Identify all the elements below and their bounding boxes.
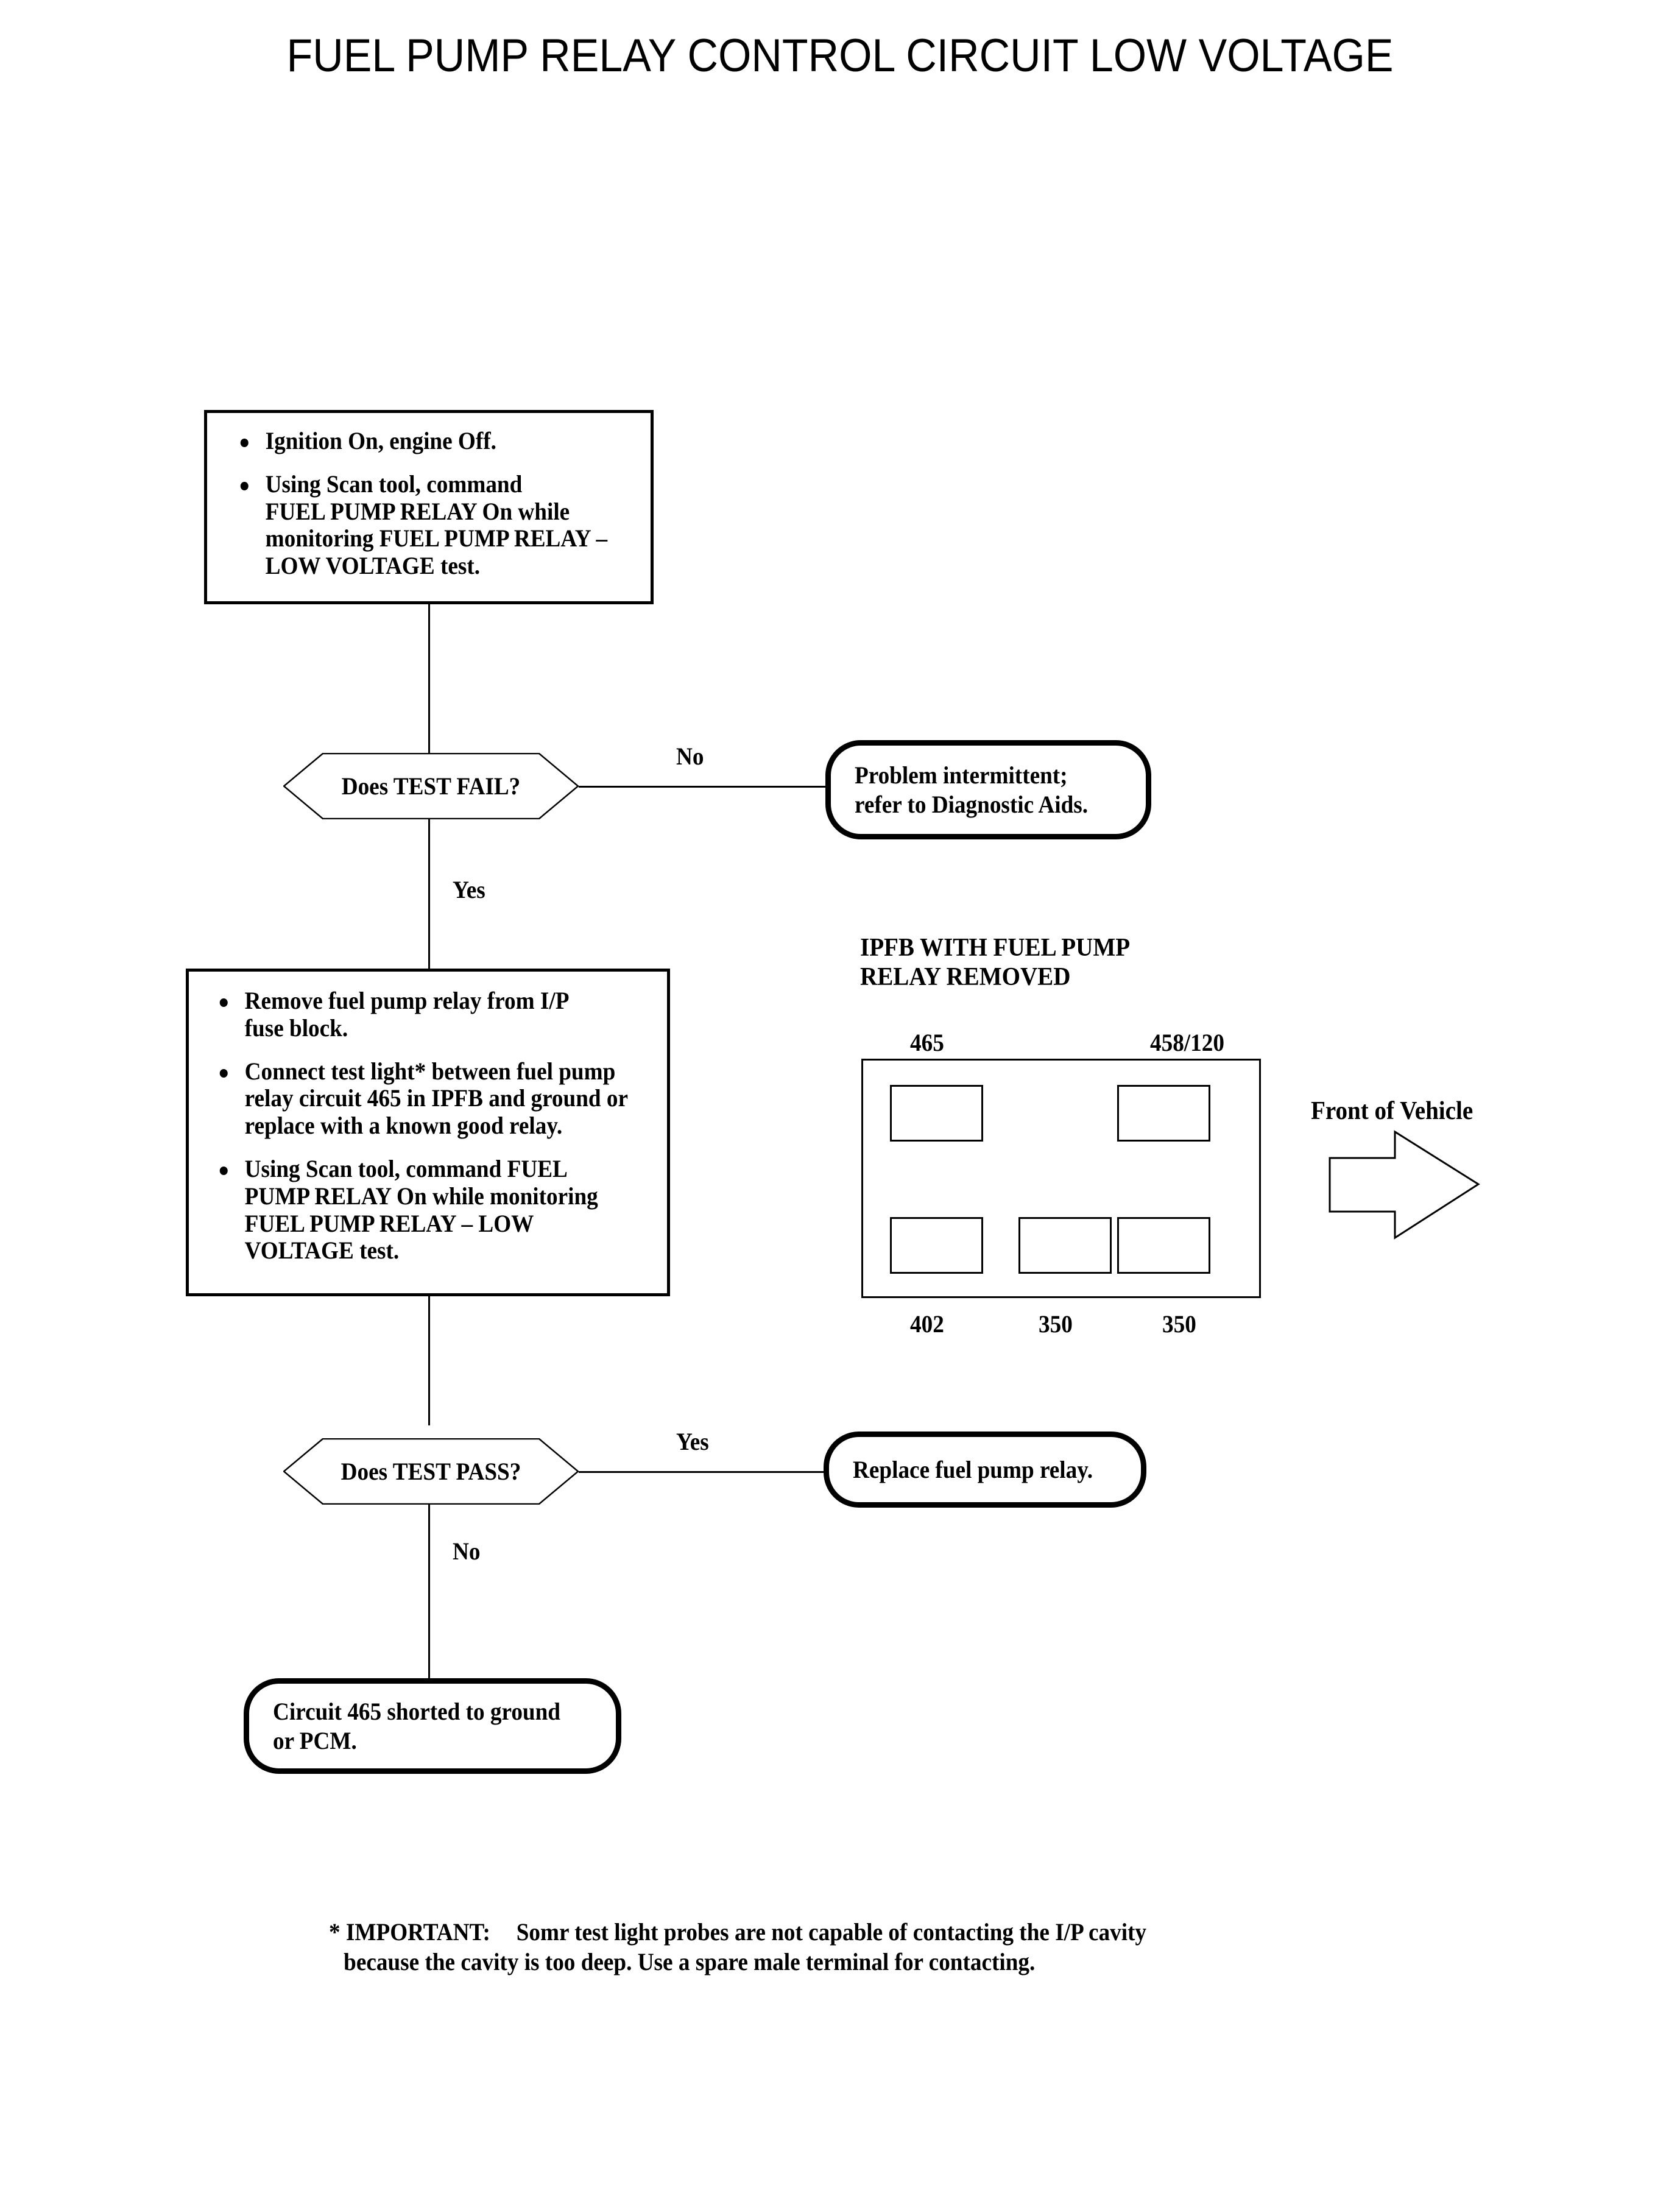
hexagon-shape xyxy=(283,1438,579,1505)
connector-decision2-yes xyxy=(577,1471,824,1473)
pin-label-402: 402 xyxy=(910,1310,944,1338)
ipfb-title: IPFB WITH FUEL PUMP RELAY REMOVED xyxy=(860,934,1131,992)
branch-label-no-1: No xyxy=(676,743,704,770)
pin-label-458-120: 458/120 xyxy=(1150,1029,1224,1056)
branch-label-no-2: No xyxy=(453,1537,481,1565)
footnote-marker: * IMPORTANT: xyxy=(329,1918,490,1946)
page-title: FUEL PUMP RELAY CONTROL CIRCUIT LOW VOLT… xyxy=(286,30,1394,82)
connector-decision1-to-step2 xyxy=(428,819,430,970)
terminator-text: Replace fuel pump relay. xyxy=(853,1455,1093,1483)
branch-label-yes-1: Yes xyxy=(453,876,485,903)
front-of-vehicle-arrow-icon xyxy=(1328,1130,1480,1240)
cavity-402 xyxy=(890,1217,983,1274)
terminator-text: Problem intermittent; refer to Diagnosti… xyxy=(855,761,1089,818)
pin-label-350-center: 350 xyxy=(1039,1310,1073,1338)
hexagon-shape xyxy=(283,753,579,819)
terminator-replace-relay: Replace fuel pump relay. xyxy=(824,1432,1146,1508)
branch-label-yes-2: Yes xyxy=(676,1428,709,1455)
list-item: Using Scan tool, command FUEL PUMP RELAY… xyxy=(230,470,695,580)
footnote-line-2: because the cavity is too deep. Use a sp… xyxy=(344,1947,1036,1975)
cavity-465 xyxy=(890,1085,983,1142)
front-of-vehicle-label: Front of Vehicle xyxy=(1311,1097,1474,1125)
list-item: Remove fuel pump relay from I/P fuse blo… xyxy=(210,987,702,1042)
process-box-step2: Remove fuel pump relay from I/P fuse blo… xyxy=(186,969,670,1296)
list-item: Ignition On, engine Off. xyxy=(230,427,695,455)
decision-does-test-pass: Does TEST PASS? xyxy=(283,1438,579,1505)
step2-bullet-list: Remove fuel pump relay from I/P fuse blo… xyxy=(210,987,739,1265)
pin-label-350-right: 350 xyxy=(1162,1310,1196,1338)
terminator-circuit-shorted: Circuit 465 shorted to ground or PCM. xyxy=(244,1678,621,1774)
pin-label-465: 465 xyxy=(910,1029,944,1056)
decision-label: Does TEST FAIL? xyxy=(341,772,521,800)
decision-does-test-fail: Does TEST FAIL? xyxy=(283,753,579,819)
footnote-important: * IMPORTANT: Somr test light probes are n… xyxy=(329,1918,1146,1977)
terminator-problem-intermittent: Problem intermittent; refer to Diagnosti… xyxy=(825,740,1151,839)
connector-decision1-no xyxy=(577,786,827,788)
cavity-350-center xyxy=(1018,1217,1112,1274)
cavity-350-right xyxy=(1117,1217,1210,1274)
connector-decision2-to-result3 xyxy=(428,1505,430,1681)
terminator-text: Circuit 465 shorted to ground or PCM. xyxy=(273,1698,560,1754)
process-box-step1: Ignition On, engine Off. Using Scan tool… xyxy=(204,410,654,604)
list-item: Using Scan tool, command FUEL PUMP RELAY… xyxy=(210,1155,702,1265)
step1-bullet-list: Ignition On, engine Off. Using Scan tool… xyxy=(230,427,730,580)
connector-step2-to-decision2 xyxy=(428,1296,430,1425)
decision-label: Does TEST PASS? xyxy=(341,1458,521,1485)
cavity-458-120 xyxy=(1117,1085,1210,1142)
list-item: Connect test light* between fuel pump re… xyxy=(210,1057,702,1140)
connector-step1-to-decision1 xyxy=(428,604,430,754)
footnote-line-1: Somr test light probes are not capable o… xyxy=(516,1918,1147,1946)
ipfb-connector-body xyxy=(861,1059,1261,1298)
